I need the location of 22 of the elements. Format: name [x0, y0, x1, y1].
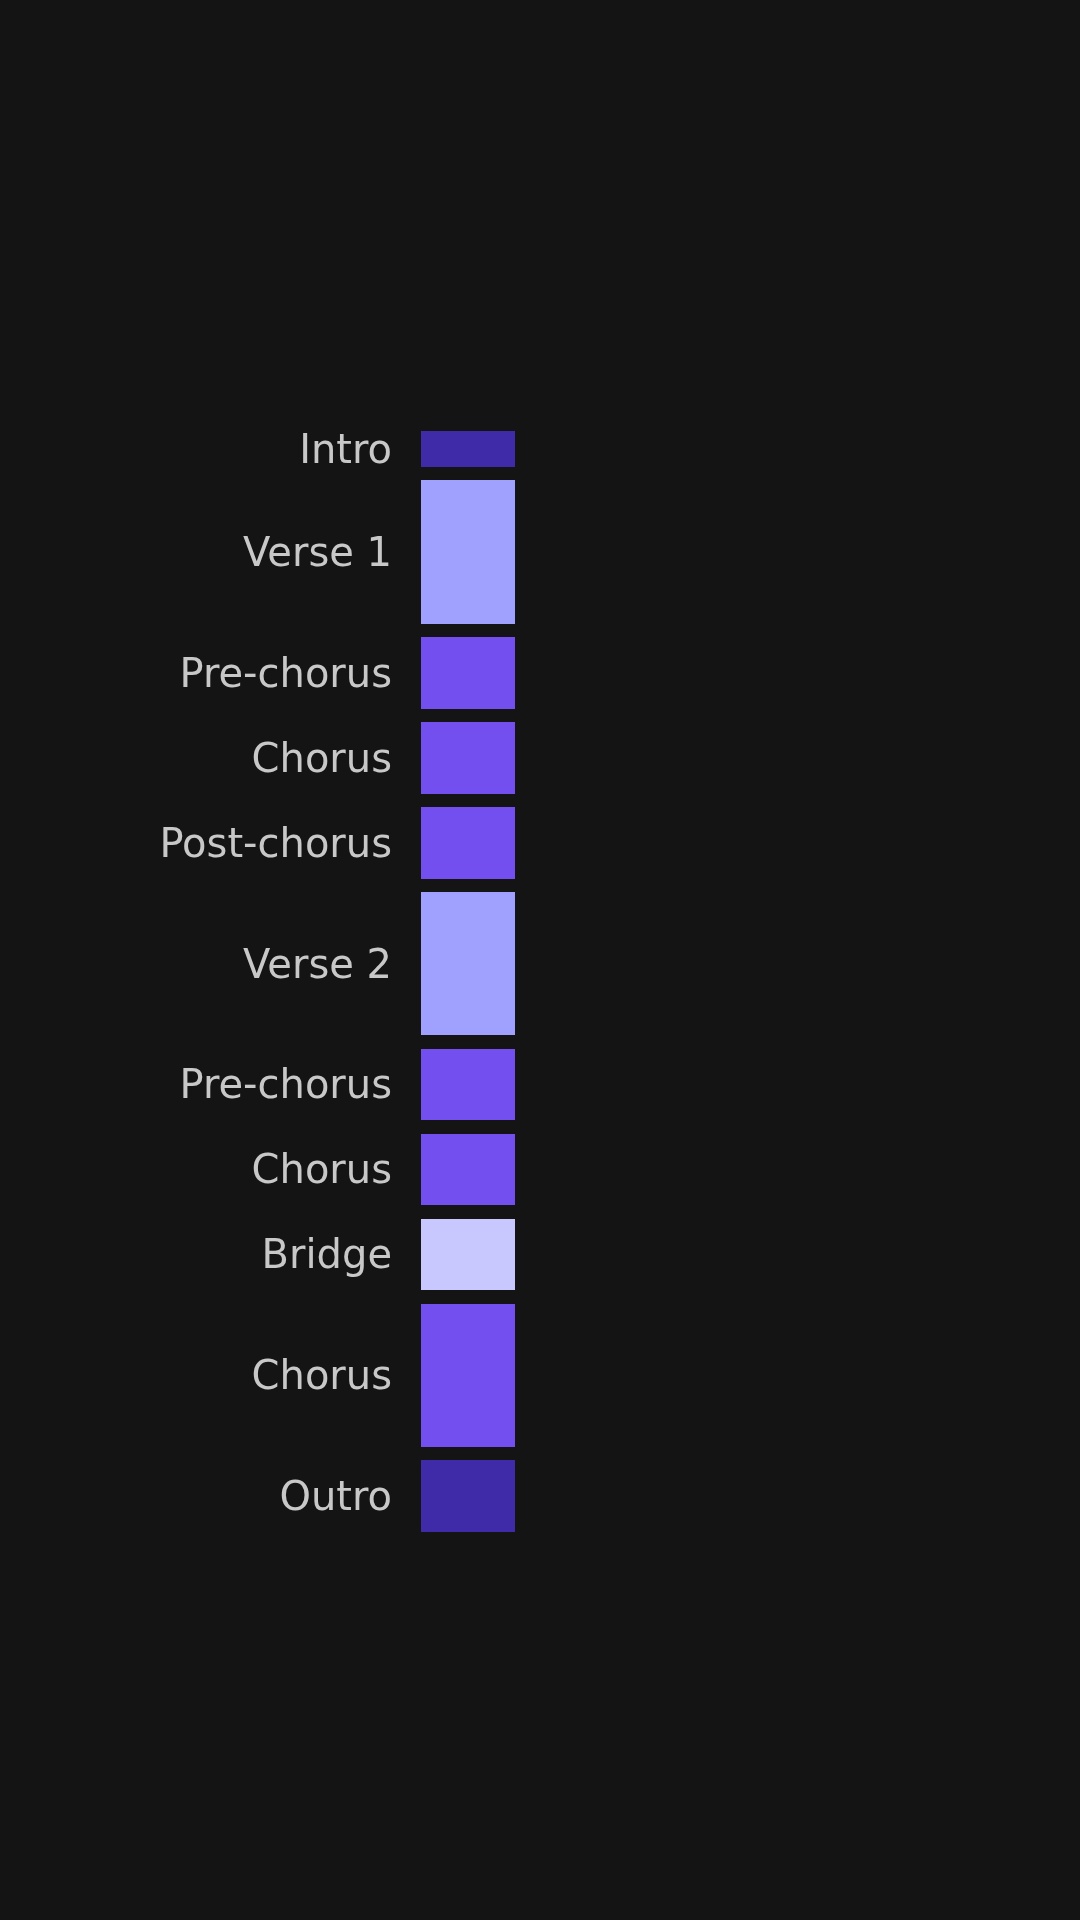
section-label: Verse 1 [243, 531, 392, 572]
section-label: Post-chorus [159, 822, 392, 863]
section-bar [421, 721, 515, 794]
section-bar [421, 431, 515, 467]
section-label: Chorus [251, 1149, 392, 1190]
section-bar [421, 1460, 515, 1532]
section-label: Outro [279, 1476, 392, 1517]
section-bar [421, 1303, 515, 1447]
section-label: Verse 2 [243, 943, 392, 984]
section-bar [421, 636, 515, 709]
section-label: Pre-chorus [179, 652, 392, 693]
section-bar [421, 1133, 515, 1206]
section-label: Pre-chorus [179, 1064, 392, 1105]
section-bar [421, 806, 515, 879]
section-label: Intro [299, 428, 392, 469]
section-bar [421, 891, 515, 1036]
section-bar [421, 1048, 515, 1121]
section-bar [421, 480, 515, 624]
section-bar [421, 1218, 515, 1291]
section-label: Chorus [251, 737, 392, 778]
section-label: Bridge [261, 1234, 392, 1275]
section-label: Chorus [251, 1355, 392, 1396]
